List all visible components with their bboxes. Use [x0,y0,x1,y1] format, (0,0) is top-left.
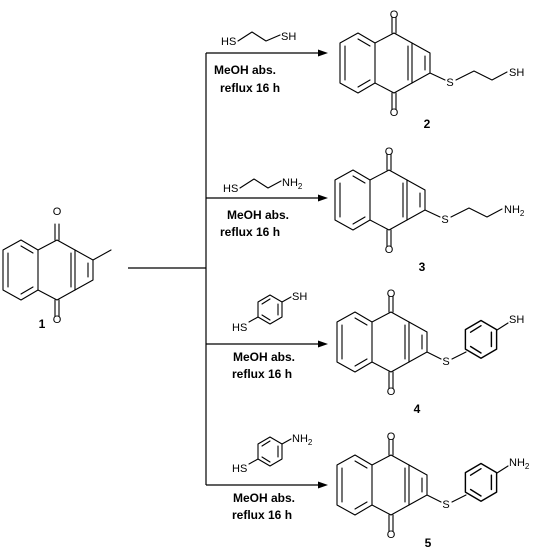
condition-time: reflux 16 h [220,81,280,95]
condition-time: reflux 16 h [220,225,280,239]
oxygen-atom: O [387,386,396,398]
thiol-group: HS [221,36,236,48]
condition-solvent: MeOH abs. [233,350,295,364]
oxygen-atom: O [53,206,62,218]
methyl-bond [92,249,112,261]
reaction-2: HS NH2 MeOH abs. reflux 16 h O O S NH2 3 [220,146,525,274]
oxygen-atom: O [387,431,396,443]
oxygen-atom: O [390,107,399,119]
compound-label: 1 [39,317,46,331]
sulfur-atom: S [446,77,453,89]
reaction-4: NH2 HS MeOH abs. reflux 16 h O O S NH2 5 [232,431,530,550]
naphthoquinone-core [336,438,428,532]
condition-solvent: MeOH abs. [227,208,289,222]
thiol-group: HS [232,463,247,475]
naphthoquinone-core [336,295,428,389]
oxygen-atom: O [53,314,62,326]
reaction-1: HS SH MeOH abs. reflux 16 h O O S SH 2 [214,9,524,131]
thiol-group: SH [509,67,524,79]
compound-1: O O 1 [2,206,112,331]
benzene-ring [464,462,498,502]
amine-group: NH2 [292,433,313,447]
quinone-ring-closure [74,259,94,291]
thiol-group: HS [232,322,247,334]
thiol-group: SH [292,291,307,303]
reagent-ethanedithiol: HS SH [221,31,296,48]
condition-solvent: MeOH abs. [233,491,295,505]
compound-4: O O S SH 4 [336,288,524,416]
thiol-group: SH [509,314,524,326]
amine-group: NH2 [282,177,303,191]
compound-5: O O S NH2 5 [336,431,530,550]
reagent-benzenedithiol: SH HS [232,291,307,334]
reagent-cysteamine: HS NH2 [223,177,303,195]
arrow-tree [128,49,328,489]
compound-label: 5 [425,536,432,550]
compound-2: O O S SH 2 [339,9,524,131]
compound-3: O O S NH2 3 [334,146,525,274]
benzene-ring [257,436,283,467]
condition-time: reflux 16 h [232,367,292,381]
condition-time: reflux 16 h [232,508,292,522]
naphthoquinone-core [2,223,94,317]
thiol-group: HS [223,183,238,195]
benzene-ring [257,294,283,325]
amine-group: NH2 [504,204,525,218]
reagent-aminothiophenol: NH2 HS [232,433,313,475]
sulfur-atom: S [441,214,448,226]
oxygen-atom: O [387,288,396,300]
oxygen-atom: O [385,244,394,256]
naphthoquinone-core [334,153,426,247]
benzene-ring [464,319,498,359]
compound-label: 4 [414,402,421,416]
oxygen-atom: O [385,146,394,158]
oxygen-atom: O [390,9,399,21]
reaction-3: SH HS MeOH abs. reflux 16 h O O S SH 4 [232,288,524,416]
oxygen-atom: O [387,529,396,541]
sulfur-atom: S [442,356,449,368]
sulfur-atom: S [442,499,449,511]
amine-group: NH2 [509,457,530,471]
condition-solvent: MeOH abs. [214,63,276,77]
compound-label: 3 [419,260,426,274]
naphthoquinone-core [339,16,431,110]
thiol-group: SH [281,31,296,43]
compound-label: 2 [424,117,431,131]
